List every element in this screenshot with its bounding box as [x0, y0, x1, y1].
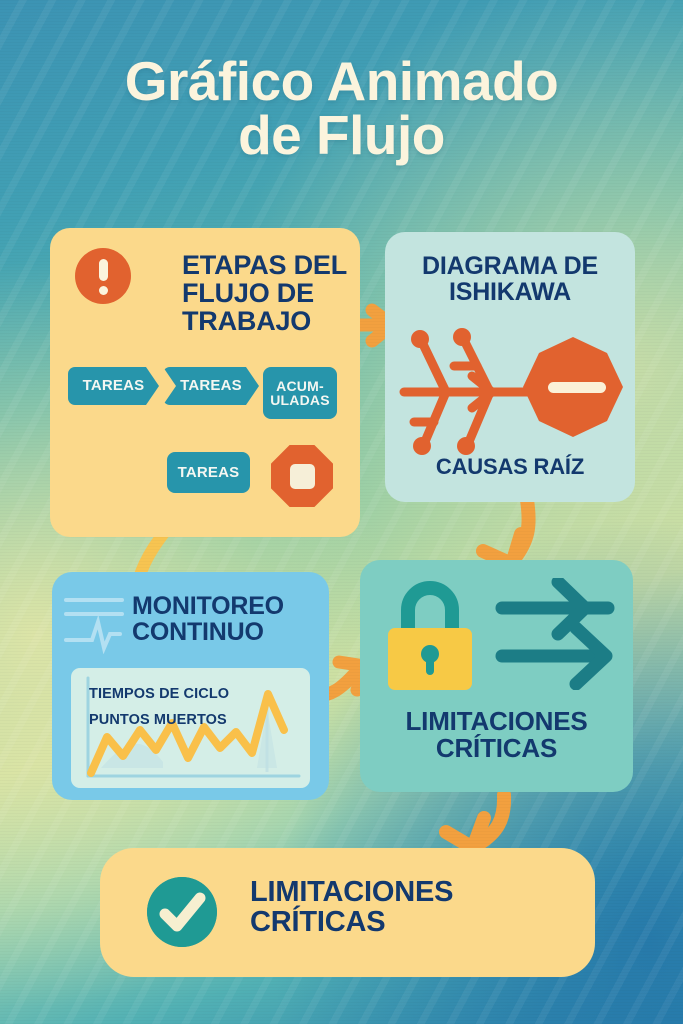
- monitor-chart-panel: TIEMPOS DE CICLO PUNTOS MUERTOS: [71, 668, 310, 788]
- check-circle-icon: [147, 877, 217, 947]
- title-line-1: Gráfico Animado: [124, 50, 559, 112]
- card-final-heading: LIMITACIONES CRÍTICAS: [250, 876, 454, 938]
- flow-chip-tareas-3[interactable]: TAREAS: [167, 452, 250, 493]
- octagon-inner-square: [289, 463, 315, 489]
- card-monitor-heading: MONITOREO CONTINUO: [132, 592, 284, 646]
- pulse-waveform-icon: [64, 598, 124, 654]
- card-ishikawa-footer: CAUSAS RAÍZ: [435, 454, 585, 479]
- card-ishikawa-heading: DIAGRAMA DE ISHIKAWA: [421, 252, 599, 306]
- exclamation-bar: [98, 259, 108, 281]
- flow-chip-acumuladas-line1: ACUM-: [276, 377, 324, 394]
- card-limits-heading: LIMITACIONES CRÍTICAS: [405, 706, 588, 764]
- card-stages-heading: ETAPAS DEL FLUJO DE TRABAJO: [182, 250, 347, 336]
- cycle-time-line-chart: [86, 676, 301, 778]
- chart-label-tiempos: TIEMPOS DE CICLO: [89, 686, 230, 702]
- stop-octagon-icon: [271, 445, 333, 507]
- flow-chip-tareas-1[interactable]: TAREAS: [68, 367, 159, 405]
- exclamation-dot: [98, 286, 108, 295]
- page-title: Gráfico Animado de Flujo: [0, 54, 683, 166]
- padlock-and-arrows-icon: [388, 578, 615, 690]
- arrow-right-upper: [495, 578, 615, 641]
- alert-exclamation-icon: [75, 248, 131, 304]
- fishbone-diagram-icon: [399, 328, 623, 455]
- flow-chip-acumuladas-line2: ULADAS: [270, 392, 330, 408]
- chart-series-line: [87, 690, 288, 777]
- flow-chip-tareas-2[interactable]: TAREAS: [163, 367, 259, 405]
- flow-chip-acumuladas[interactable]: ACUM- ULADAS: [263, 367, 337, 419]
- title-line-2: de Flujo: [238, 103, 445, 166]
- chart-label-puntos: PUNTOS MUERTOS: [89, 712, 227, 728]
- arrow-right-lower: [495, 621, 613, 690]
- padlock-shackle: [401, 581, 459, 641]
